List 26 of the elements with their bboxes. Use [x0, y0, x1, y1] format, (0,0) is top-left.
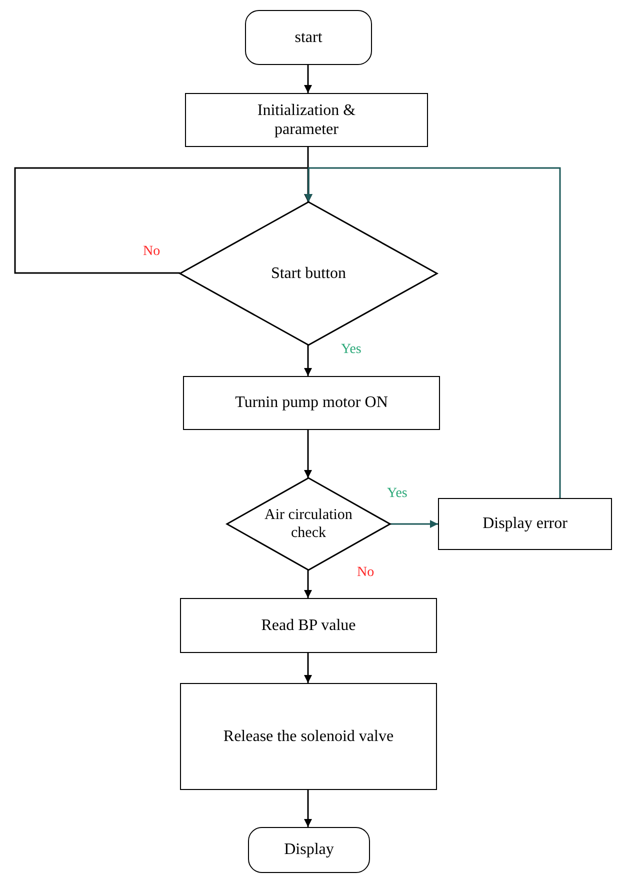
node-label: Initialization & parameter [256, 100, 357, 140]
node-label: start [294, 28, 322, 48]
arrow [304, 345, 312, 376]
node-label: Read BP value [261, 616, 356, 636]
arrow [304, 167, 561, 498]
node-label: Turnin pump motor ON [235, 393, 388, 413]
decision-diamond [180, 202, 437, 345]
process-box [180, 598, 437, 653]
process-box [438, 498, 612, 550]
node-label: Display error [482, 514, 568, 534]
process-box [183, 376, 440, 430]
arrow [304, 430, 312, 478]
arrow [304, 790, 312, 827]
terminal-box [248, 827, 370, 873]
node-label: Release the solenoid valve [223, 726, 394, 746]
node-label: Start button [270, 264, 346, 284]
arrow [390, 520, 438, 528]
arrow [304, 65, 312, 93]
arrow [304, 147, 312, 202]
terminal-box [245, 10, 372, 65]
node-label: Display [284, 840, 334, 860]
process-box [185, 93, 428, 147]
process-box [180, 683, 437, 790]
arrow [304, 570, 312, 598]
arrow [304, 653, 312, 683]
node-label: Air circulation check [264, 506, 354, 542]
